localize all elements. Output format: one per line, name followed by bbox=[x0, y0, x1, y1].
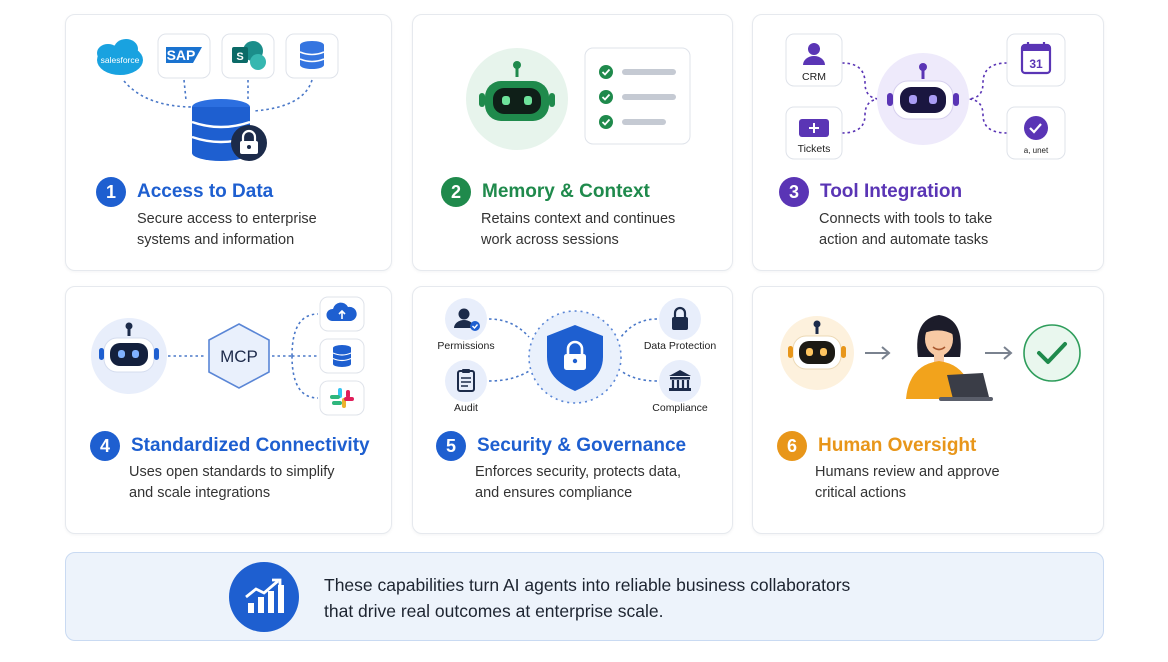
card-description: Enforces security, protects data, and en… bbox=[475, 462, 681, 504]
approval-tool-label: a, unet bbox=[1024, 146, 1049, 155]
step-number-badge: 1 bbox=[96, 177, 126, 207]
check-icon bbox=[599, 65, 613, 79]
check-icon bbox=[599, 115, 613, 129]
summary-banner: These capabilities turn AI agents into r… bbox=[65, 552, 1104, 641]
summary-text: These capabilities turn AI agents into r… bbox=[324, 572, 850, 624]
mcp-hub: MCP bbox=[208, 323, 270, 389]
card-description: Secure access to enterprise systems and … bbox=[137, 209, 317, 251]
sap-icon: SAP bbox=[157, 33, 211, 79]
compliance-label: Compliance bbox=[652, 402, 708, 414]
card-description-line-2: critical actions bbox=[815, 485, 907, 501]
card-description-line-1: Enforces security, protects data, bbox=[475, 464, 682, 480]
sharepoint-logo-text: S bbox=[236, 51, 243, 63]
laptop-icon bbox=[939, 373, 993, 401]
database-source-icon bbox=[285, 33, 339, 79]
audit-icon bbox=[445, 360, 487, 402]
security-illustration: Permissions Data Protection Audit Compli… bbox=[437, 298, 717, 414]
step-number-badge: 5 bbox=[436, 431, 466, 461]
card-description-line-1: Retains context and continues bbox=[481, 211, 676, 227]
card-title: Tool Integration bbox=[820, 181, 963, 202]
crm-tool: CRM bbox=[785, 33, 843, 87]
check-icon bbox=[599, 90, 613, 104]
card-standardized-connectivity: MCP 4 Standardized Connectivity Uses bbox=[65, 286, 392, 534]
sharepoint-icon: S bbox=[221, 33, 275, 79]
card-title: Access to Data bbox=[137, 181, 274, 202]
card-title: Memory & Context bbox=[482, 181, 650, 202]
shield-lock-icon bbox=[547, 325, 603, 391]
slack-icon bbox=[319, 380, 365, 416]
card-description-line-1: Connects with tools to take bbox=[819, 211, 993, 227]
salesforce-logo-text: salesforce bbox=[101, 55, 140, 65]
growth-chart-icon bbox=[229, 562, 299, 632]
robot-icon bbox=[91, 318, 167, 394]
human-reviewer-icon bbox=[906, 315, 972, 399]
card-description-line-1: Uses open standards to simplify bbox=[129, 464, 335, 480]
arrow-right-icon bbox=[865, 346, 891, 360]
card-human-oversight: 6 Human Oversight Humans review and appr… bbox=[752, 286, 1104, 534]
access-to-data-illustration: salesforce SAP S bbox=[97, 33, 339, 161]
card-title: Human Oversight bbox=[818, 435, 977, 456]
crm-label: CRM bbox=[802, 71, 826, 83]
data-protection-icon bbox=[659, 298, 701, 340]
card-description: Retains context and continues work acros… bbox=[481, 209, 675, 251]
memory-context-illustration bbox=[466, 47, 691, 150]
calendar-day-label: 31 bbox=[1029, 57, 1043, 71]
card-memory-and-context: 2 Memory & Context Retains context and c… bbox=[412, 14, 733, 271]
tickets-tool: Tickets bbox=[785, 106, 843, 160]
robot-icon bbox=[780, 316, 854, 390]
card-description-line-2: and scale integrations bbox=[129, 485, 271, 501]
tool-integration-illustration: CRM Tickets 31 bbox=[785, 33, 1066, 160]
connectivity-illustration: MCP bbox=[91, 296, 365, 416]
connector-lines bbox=[123, 79, 313, 112]
card-description-line-1: Humans review and approve bbox=[815, 464, 1000, 480]
card-description-line-2: systems and information bbox=[137, 232, 295, 248]
card-description-line-2: action and automate tasks bbox=[819, 232, 989, 248]
card-description: Connects with tools to take action and a… bbox=[819, 209, 992, 251]
card-description-line-2: work across sessions bbox=[481, 232, 619, 248]
card-security-and-governance: Permissions Data Protection Audit Compli… bbox=[412, 286, 733, 534]
card-description: Humans review and approve critical actio… bbox=[815, 462, 1000, 504]
human-oversight-illustration bbox=[780, 315, 1081, 401]
compliance-icon bbox=[659, 360, 701, 402]
approval-tool: a, unet bbox=[1006, 106, 1066, 160]
summary-line-1: These capabilities turn AI agents into r… bbox=[324, 575, 851, 595]
permissions-icon bbox=[445, 298, 487, 340]
card-description-line-2: and ensures compliance bbox=[475, 485, 633, 501]
step-number-badge: 3 bbox=[779, 177, 809, 207]
card-title: Standardized Connectivity bbox=[131, 435, 370, 456]
step-number-badge: 2 bbox=[441, 177, 471, 207]
summary-line-2: that drive real outcomes at enterprise s… bbox=[324, 601, 664, 621]
tickets-label: Tickets bbox=[798, 143, 831, 155]
arrow-right-icon bbox=[985, 346, 1013, 360]
connector-lines bbox=[168, 313, 319, 399]
calendar-icon: 31 bbox=[1006, 33, 1066, 87]
lock-icon bbox=[231, 125, 267, 161]
connector-lines bbox=[488, 318, 658, 382]
memory-checklist bbox=[584, 47, 691, 145]
card-description-line-1: Secure access to enterprise bbox=[137, 211, 317, 227]
salesforce-icon: salesforce bbox=[97, 39, 143, 75]
connector-lines bbox=[841, 62, 1008, 134]
robot-icon bbox=[466, 48, 568, 150]
step-number-badge: 4 bbox=[90, 431, 120, 461]
step-number-badge: 6 bbox=[777, 431, 807, 461]
mcp-label: MCP bbox=[220, 347, 258, 366]
card-access-to-data: salesforce SAP S bbox=[65, 14, 392, 271]
audit-label: Audit bbox=[454, 402, 478, 414]
permissions-label: Permissions bbox=[437, 340, 494, 352]
card-title: Security & Governance bbox=[477, 435, 687, 456]
data-protection-label: Data Protection bbox=[644, 340, 717, 352]
approval-check-icon bbox=[1023, 324, 1081, 382]
card-description: Uses open standards to simplify and scal… bbox=[129, 462, 335, 504]
database-icon bbox=[319, 338, 365, 374]
card-tool-integration: CRM Tickets 31 bbox=[752, 14, 1104, 271]
cloud-icon bbox=[319, 296, 365, 332]
sap-logo-text: SAP bbox=[167, 47, 196, 63]
robot-icon bbox=[877, 53, 969, 145]
